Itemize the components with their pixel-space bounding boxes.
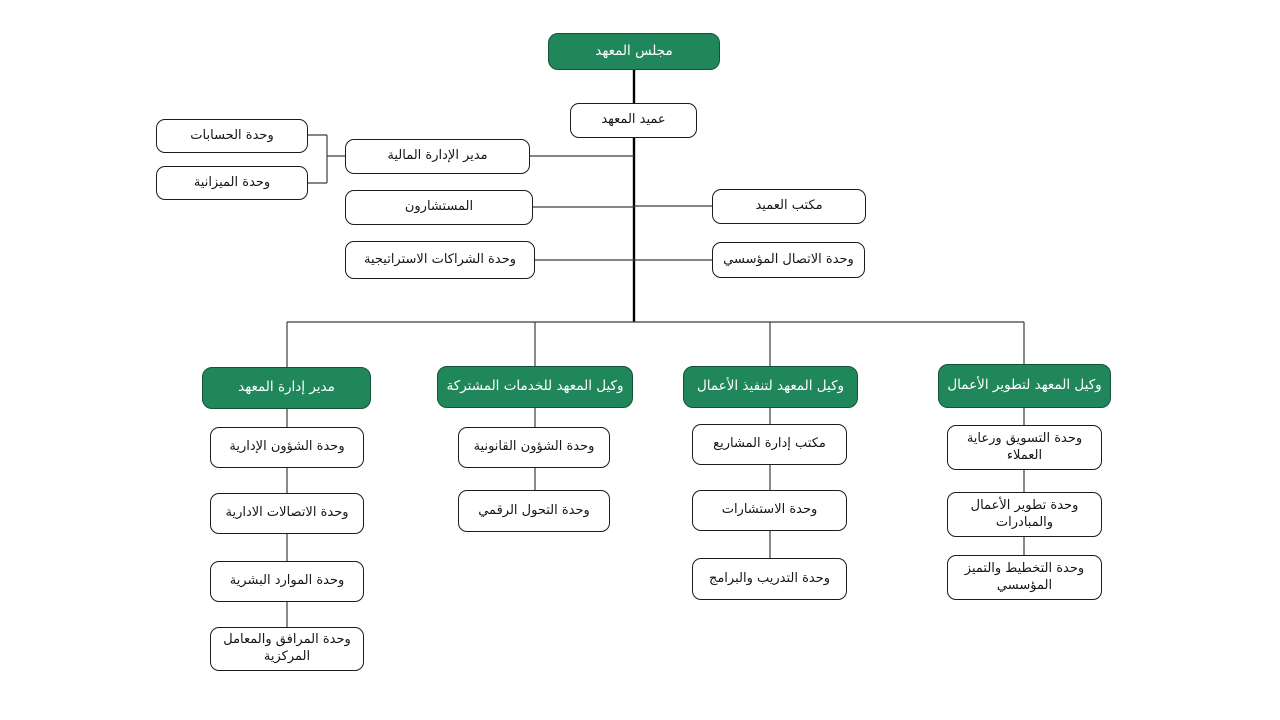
node-legal-affairs-unit: وحدة الشؤون القانونية (458, 427, 610, 468)
node-project-management-office: مكتب إدارة المشاريع (692, 424, 847, 465)
node-vp-shared-services: وكيل المعهد للخدمات المشتركة (437, 366, 633, 408)
node-training-programs-unit: وحدة التدريب والبرامج (692, 558, 847, 600)
node-business-dev-initiatives-unit: وحدة تطوير الأعمال والمبادرات (947, 492, 1102, 537)
node-digital-transformation-unit: وحدة التحول الرقمي (458, 490, 610, 532)
node-corporate-communication-unit: وحدة الاتصال المؤسسي (712, 242, 865, 278)
node-admin-affairs-unit: وحدة الشؤون الإدارية (210, 427, 364, 468)
node-admin-communications-unit: وحدة الاتصالات الادارية (210, 493, 364, 534)
node-vp-business-execution: وكيل المعهد لتنفيذ الأعمال (683, 366, 858, 408)
node-budget-unit: وحدة الميزانية (156, 166, 308, 200)
node-marketing-customer-care-unit: وحدة التسويق ورعاية العملاء (947, 425, 1102, 470)
node-facilities-central-labs-unit: وحدة المرافق والمعامل المركزية (210, 627, 364, 671)
node-dean-office: مكتب العميد (712, 189, 866, 224)
node-institute-admin-director: مدير إدارة المعهد (202, 367, 371, 409)
node-accounts-unit: وحدة الحسابات (156, 119, 308, 153)
node-consulting-unit: وحدة الاستشارات (692, 490, 847, 531)
node-vp-business-development: وكيل المعهد لتطوير الأعمال (938, 364, 1111, 408)
node-institute-council: مجلس المعهد (548, 33, 720, 70)
node-hr-unit: وحدة الموارد البشرية (210, 561, 364, 602)
node-advisors: المستشارون (345, 190, 533, 225)
node-dean: عميد المعهد (570, 103, 697, 138)
node-planning-excellence-unit: وحدة التخطيط والتميز المؤسسي (947, 555, 1102, 600)
node-finance-director: مدير الإدارة المالية (345, 139, 530, 174)
node-strategic-partnerships-unit: وحدة الشراكات الاستراتيجية (345, 241, 535, 279)
